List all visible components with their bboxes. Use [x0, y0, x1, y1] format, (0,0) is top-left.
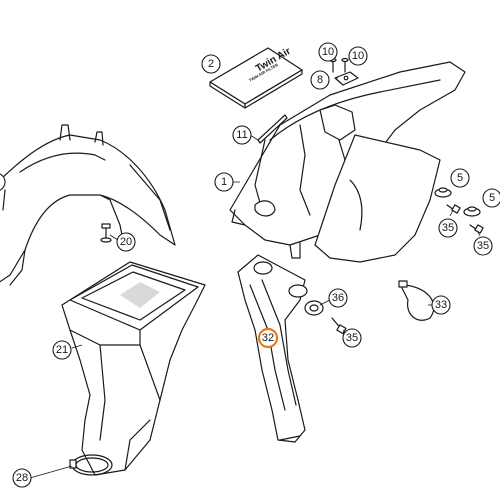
- callout-28: 28: [12, 468, 32, 488]
- callout-10-left: 10: [318, 42, 338, 62]
- sticker-2: Twin Air TWIN AIR FILTER: [209, 46, 303, 109]
- number-plate: [314, 134, 441, 263]
- svg-text:33: 33: [435, 299, 447, 311]
- svg-text:5: 5: [457, 172, 463, 184]
- seal-11: [257, 114, 288, 144]
- callout-35-bottom: 35: [342, 328, 362, 348]
- callout-11: 11: [232, 125, 252, 145]
- svg-text:10: 10: [352, 50, 364, 62]
- callout-33: 33: [431, 295, 451, 315]
- screw-10: [329, 57, 349, 73]
- front-fender: [0, 124, 176, 286]
- callout-20: 20: [116, 232, 136, 252]
- callout-36: 36: [328, 288, 348, 308]
- svg-text:1: 1: [221, 176, 227, 188]
- callout-1: 1: [214, 172, 234, 192]
- svg-text:32: 32: [262, 332, 274, 344]
- svg-text:2: 2: [208, 58, 214, 70]
- svg-text:11: 11: [236, 129, 247, 141]
- fastener-5-35-left: [434, 187, 461, 214]
- air-duct-32: [237, 254, 308, 443]
- svg-text:35: 35: [442, 222, 454, 234]
- callout-5-left: 5: [450, 168, 470, 188]
- svg-text:21: 21: [56, 344, 68, 356]
- leader-lines: [29, 59, 481, 479]
- callout-10-right: 10: [348, 46, 368, 66]
- bolt-35: [331, 317, 347, 335]
- callout-5-right: 5: [482, 188, 500, 208]
- svg-text:36: 36: [332, 292, 344, 304]
- cable-tie-33: [398, 280, 435, 321]
- svg-text:10: 10: [322, 46, 334, 58]
- svg-text:28: 28: [16, 472, 28, 484]
- callout-35-top-left: 35: [438, 218, 458, 238]
- hose-clamp-28: [69, 454, 113, 476]
- callout-21: 21: [52, 340, 72, 360]
- bracket-8: [334, 71, 359, 86]
- callout-35-top-right: 35: [473, 236, 493, 256]
- fastener-5-35-right: [463, 206, 484, 234]
- svg-text:8: 8: [317, 74, 323, 86]
- callout-8: 8: [310, 70, 330, 90]
- bolt-20: [100, 223, 112, 243]
- svg-text:35: 35: [477, 240, 489, 252]
- callout-32-highlighted: 32: [257, 327, 279, 349]
- callout-0-cropped: 0: [0, 173, 6, 191]
- svg-text:35: 35: [346, 332, 358, 344]
- air-box-21: [61, 261, 206, 476]
- svg-text:5: 5: [489, 192, 495, 204]
- washer-36: [304, 300, 324, 316]
- svg-text:20: 20: [120, 236, 132, 248]
- callout-2: 2: [201, 54, 221, 74]
